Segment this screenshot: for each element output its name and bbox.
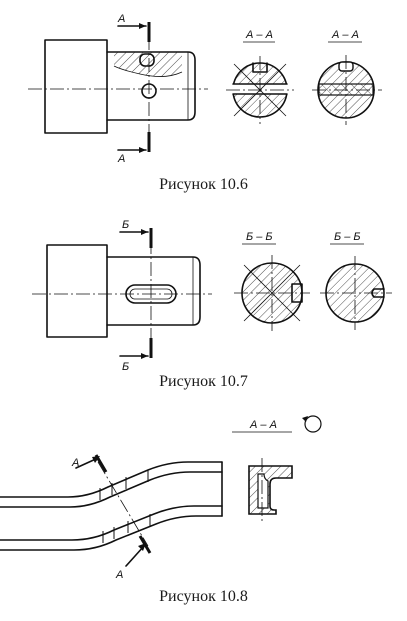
section-title: А – А — [249, 419, 277, 431]
section-title: А – А — [245, 29, 273, 41]
cut-label-top: Б — [122, 219, 129, 231]
figure-10-8: A A А – А — [0, 415, 322, 581]
shaft-view-10-6: A A — [28, 13, 208, 165]
rotated-sign-icon — [302, 415, 322, 433]
shaft-view-10-7: Б Б — [32, 219, 212, 373]
section-title: А – А — [331, 29, 359, 41]
figure-10-7: Б Б Б – Б Б – Б — [32, 219, 392, 373]
section-b-b-1: Б – Б — [234, 231, 310, 331]
cut-label-top: A — [117, 13, 125, 25]
section-a-a-2: А – А — [312, 29, 382, 125]
figure-10-6: A A А – А А – А — [28, 13, 382, 165]
bent-profile-view: A A — [0, 454, 223, 581]
cut-label-top: A — [71, 457, 79, 469]
section-b-b-2: Б – Б — [320, 231, 392, 330]
section-title: Б – Б — [334, 231, 361, 243]
section-a-a-profile: А – А — [232, 415, 322, 522]
cut-label-bottom: Б — [122, 361, 129, 373]
section-a-a-1: А – А — [226, 29, 294, 124]
cut-label-bottom: A — [115, 569, 123, 581]
figure-caption-10-8: Рисунок 10.8 — [159, 588, 248, 605]
figure-caption-10-7: Рисунок 10.7 — [159, 373, 248, 390]
section-title: Б – Б — [246, 231, 273, 243]
figure-caption-10-6: Рисунок 10.6 — [159, 176, 248, 193]
cut-label-bottom: A — [117, 153, 125, 165]
